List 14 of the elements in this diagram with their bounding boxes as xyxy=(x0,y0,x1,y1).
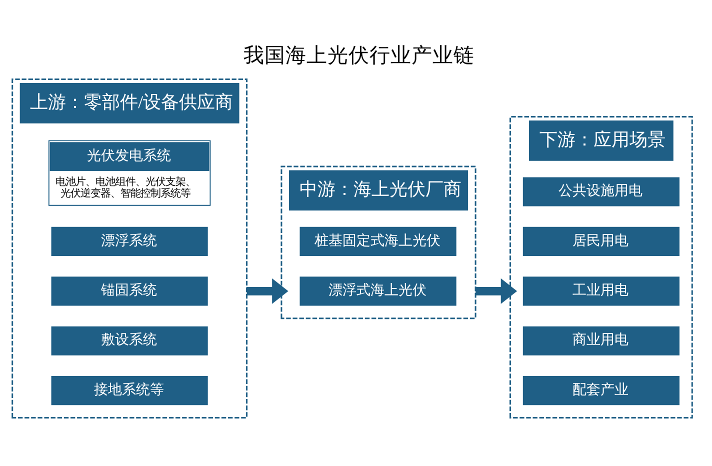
node-box: 配套产业 xyxy=(522,376,680,405)
node-box: 桩基固定式海上光伏 xyxy=(300,226,456,256)
node-box: 居民用电 xyxy=(522,226,680,256)
diagram-title: 我国海上光伏行业产业链 xyxy=(243,44,474,67)
node-box: 漂浮式海上光伏 xyxy=(300,276,456,306)
node-box: 锚固系统 xyxy=(51,276,208,306)
node-box: 接地系统等 xyxy=(51,376,208,405)
arrow xyxy=(476,278,518,304)
node-box: 工业用电 xyxy=(522,276,680,306)
arrow xyxy=(246,278,288,304)
node-box: 公共设施用电 xyxy=(522,176,680,206)
node-box: 商业用电 xyxy=(522,326,680,355)
node-box: 漂浮系统 xyxy=(51,226,208,256)
node-box: 敷设系统 xyxy=(51,326,208,355)
